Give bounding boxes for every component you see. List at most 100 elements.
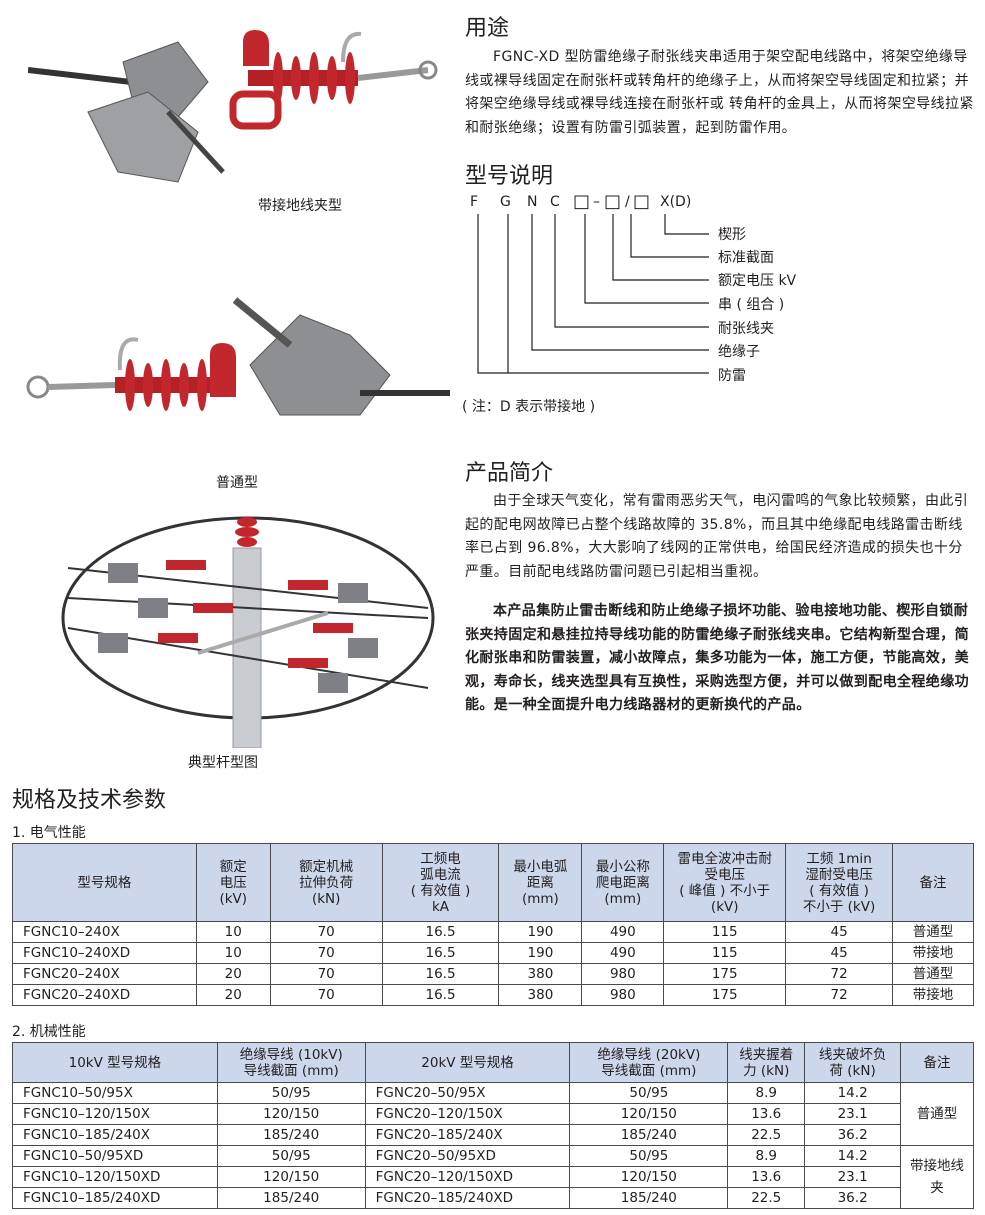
code-char: □: [604, 191, 622, 212]
table-cell: 115: [663, 921, 787, 943]
table-cell: 980: [581, 984, 665, 1006]
table-cell: 45: [785, 942, 894, 964]
usage-text: FGNC-XD 型防雷绝缘子耐张线夹串适用于架空配电线路中，将架空绝缘导线或裸导…: [465, 49, 974, 136]
header-cell: 20kV 型号规格: [364, 1042, 571, 1083]
header-cell: 额定机械 拉伸负荷 (kN): [269, 843, 383, 922]
table-cell: 36.2: [804, 1124, 902, 1146]
table-cell: FGNC10–50/95X: [12, 1082, 218, 1104]
table-cell: 13.6: [727, 1166, 806, 1188]
remark-cell: 带接地线 夹: [900, 1145, 974, 1209]
specs-title: 规格及技术参数: [12, 788, 167, 813]
code-char: F: [470, 194, 479, 210]
table-cell: 70: [269, 921, 383, 943]
table-cell: 13.6: [727, 1103, 806, 1125]
table-cell: FGNC20–50/95XD: [364, 1145, 571, 1167]
table-cell: 190: [498, 942, 583, 964]
table-cell: 50/95: [216, 1082, 366, 1104]
table-cell: 16.5: [381, 984, 500, 1006]
intro-p2: 本产品集防止雷击断线和防止绝缘子损坏功能、验电接地功能、楔形自锁耐张夹持固定和悬…: [465, 603, 969, 713]
clamp-ground-image: [28, 30, 438, 183]
table-cell: 16.5: [381, 942, 500, 964]
table-cell: 20: [195, 984, 271, 1006]
code-char: G: [500, 194, 511, 210]
header-cell: 最小电弧 距离 (mm): [498, 843, 583, 922]
model-note: ( 注：D 表示带接地 ): [462, 399, 596, 415]
table-cell: FGNC20–120/150XD: [364, 1166, 571, 1188]
clamp-normal-caption: 普通型: [216, 475, 258, 491]
table-cell: 980: [581, 963, 665, 985]
header-cell: 型号规格: [12, 843, 197, 922]
code-char: /: [625, 194, 630, 210]
table-cell: 190: [498, 921, 583, 943]
table-cell: FGNC20–120/150X: [364, 1103, 571, 1125]
table-cell: FGNC10–240XD: [12, 942, 197, 964]
table-cell: FGNC20–50/95X: [364, 1082, 571, 1104]
table-cell: 普通型: [892, 963, 974, 985]
table-cell: 23.1: [804, 1166, 902, 1188]
header-cell: 额定 电压 (kV): [195, 843, 271, 922]
model-title: 型号说明: [465, 164, 554, 189]
model-bracket-lines: [477, 214, 709, 374]
table-cell: FGNC10–185/240XD: [12, 1187, 218, 1209]
table-cell: FGNC20–185/240X: [364, 1124, 571, 1146]
clamp-normal-image: [26, 297, 450, 416]
electrical-table: 型号规格 额定 电压 (kV) 额定机械 拉伸负荷 (kN) 工频电 弧电流 (…: [12, 843, 974, 1006]
table-cell: 8.9: [727, 1145, 806, 1167]
remark-cell: 普通型: [900, 1082, 974, 1146]
intro-p1: 由于全球天气变化，常有雷雨恶劣天气，电闪雷鸣的气象比较频繁，由此引起的配电网故障…: [465, 493, 969, 580]
table-cell: FGNC10–120/150X: [12, 1103, 218, 1125]
table-cell: 490: [581, 942, 665, 964]
usage-title: 用途: [465, 16, 510, 41]
table-cell: 70: [269, 942, 383, 964]
table-cell: 175: [663, 963, 787, 985]
table-cell: 185/240: [216, 1124, 366, 1146]
table-cell: 380: [498, 984, 583, 1006]
header-cell: 绝缘导线 (10kV) 导线截面 (mm): [216, 1042, 366, 1083]
table-cell: FGNC20–240X: [12, 963, 197, 985]
electrical-title: 1. 电气性能: [12, 825, 86, 841]
table-cell: 70: [269, 963, 383, 985]
code-char: □: [573, 191, 591, 212]
table-cell: 10: [195, 921, 271, 943]
intro-title: 产品简介: [465, 461, 554, 486]
code-char: –: [593, 194, 600, 210]
table-cell: 50/95: [216, 1145, 366, 1167]
table-cell: 120/150: [569, 1166, 729, 1188]
table-cell: FGNC10–120/150XD: [12, 1166, 218, 1188]
mechanical-title: 2. 机械性能: [12, 1024, 86, 1040]
table-cell: 120/150: [216, 1103, 366, 1125]
pole-image: [61, 516, 435, 748]
table-header-row: 10kV 型号规格 绝缘导线 (10kV) 导线截面 (mm) 20kV 型号规…: [12, 1042, 974, 1083]
table-cell: 带接地: [892, 942, 974, 964]
table-cell: 45: [785, 921, 894, 943]
table-cell: 185/240: [216, 1187, 366, 1209]
table-cell: FGNC10–185/240X: [12, 1124, 218, 1146]
pole-caption: 典型杆型图: [188, 755, 258, 771]
header-cell: 最小公称 爬电距离 (mm): [581, 843, 665, 922]
table-cell: 23.1: [804, 1103, 902, 1125]
model-label: 防雷: [718, 368, 746, 384]
clamp-ground-caption: 带接地线夹型: [258, 198, 342, 214]
header-cell: 雷电全波冲击耐 受电压 ( 峰值 ) 不小于 (kV): [663, 843, 787, 922]
code-char: □: [633, 191, 651, 212]
header-cell: 工频电 弧电流 ( 有效值 ) kA: [381, 843, 500, 922]
table-cell: 50/95: [569, 1145, 729, 1167]
table-cell: 16.5: [381, 921, 500, 943]
table-cell: 10: [195, 942, 271, 964]
table-cell: 72: [785, 963, 894, 985]
table-cell: 22.5: [727, 1124, 806, 1146]
header-cell: 备注: [900, 1042, 974, 1083]
table-cell: 72: [785, 984, 894, 1006]
table-cell: 380: [498, 963, 583, 985]
model-label: 串 ( 组合 ): [718, 297, 785, 313]
table-cell: FGNC10–240X: [12, 921, 197, 943]
table-cell: 带接地: [892, 984, 974, 1006]
